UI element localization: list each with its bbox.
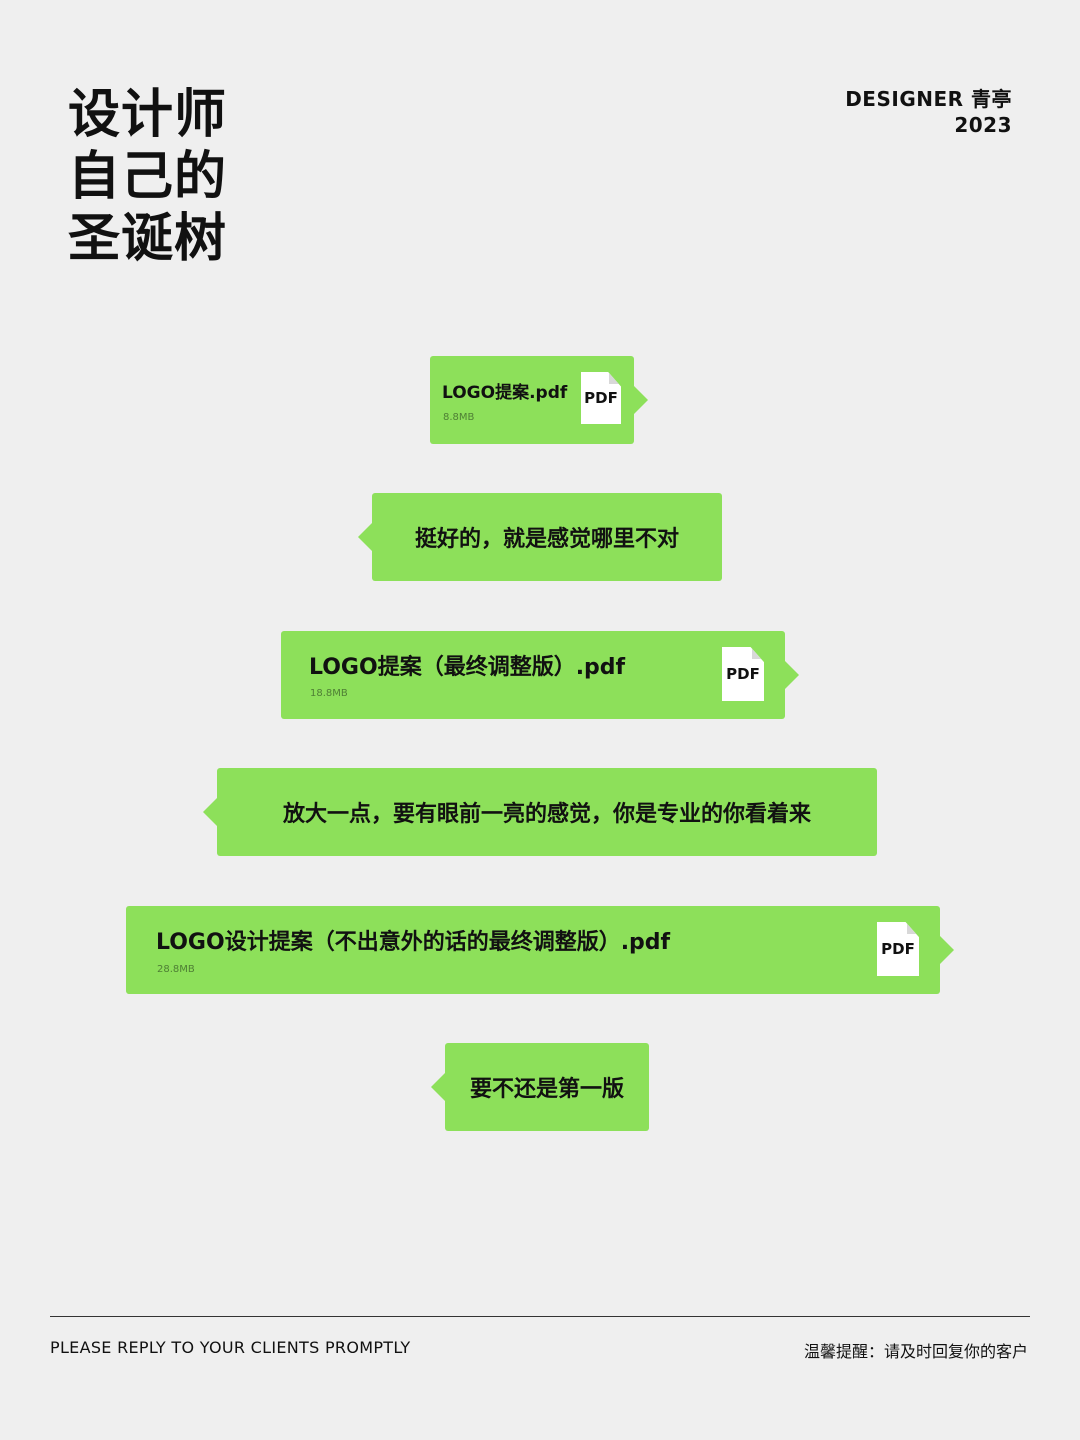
message-text: 挺好的，就是感觉哪里不对	[414, 527, 679, 552]
text-message-bubble[interactable]: 挺好的，就是感觉哪里不对	[358, 493, 722, 581]
file-name: LOGO提案.pdf	[442, 383, 568, 403]
file-size: 18.8MB	[310, 688, 348, 699]
text-message-bubble[interactable]: 放大一点，要有眼前一亮的感觉，你是专业的你看着来	[203, 768, 877, 856]
file-size: 8.8MB	[443, 412, 475, 423]
footer-reminder-english: PLEASE REPLY TO YOUR CLIENTS PROMPTLY	[50, 1338, 411, 1357]
pdf-file-icon: PDF	[722, 647, 764, 701]
designer-signature: DESIGNER 青亭 2023	[845, 86, 1012, 138]
signature-name: DESIGNER 青亭	[845, 87, 1012, 111]
message-text: 放大一点，要有眼前一亮的感觉，你是专业的你看着来	[282, 802, 811, 827]
page-title: 设计师 自己的 圣诞树	[68, 84, 268, 270]
signature-year: 2023	[954, 113, 1012, 137]
pdf-icon-label: PDF	[584, 389, 618, 407]
file-message-bubble[interactable]: LOGO提案（最终调整版）.pdf 18.8MB PDF	[281, 631, 799, 719]
title-line-3: 圣诞树	[68, 209, 228, 269]
pdf-fold-icon	[609, 372, 621, 384]
title-line-1: 设计师	[68, 85, 228, 145]
text-message-bubble[interactable]: 要不还是第一版	[431, 1043, 649, 1131]
file-name: LOGO设计提案（不出意外的话的最终调整版）.pdf	[156, 930, 671, 955]
file-size: 28.8MB	[157, 964, 195, 975]
file-name: LOGO提案（最终调整版）.pdf	[309, 655, 626, 680]
pdf-fold-icon	[907, 922, 919, 934]
file-message-bubble[interactable]: LOGO提案.pdf 8.8MB PDF	[430, 356, 648, 444]
pdf-file-icon: PDF	[877, 922, 919, 976]
message-text: 要不还是第一版	[469, 1077, 624, 1102]
file-message-bubble[interactable]: LOGO设计提案（不出意外的话的最终调整版）.pdf 28.8MB PDF	[126, 906, 954, 994]
pdf-icon-label: PDF	[726, 665, 760, 683]
footer-divider	[50, 1316, 1030, 1317]
title-line-2: 自己的	[68, 147, 228, 207]
footer-reminder-chinese: 温馨提醒：请及时回复你的客户	[803, 1342, 1028, 1361]
pdf-icon-label: PDF	[881, 940, 915, 958]
pdf-file-icon: PDF	[581, 372, 621, 424]
pdf-fold-icon	[752, 647, 764, 659]
